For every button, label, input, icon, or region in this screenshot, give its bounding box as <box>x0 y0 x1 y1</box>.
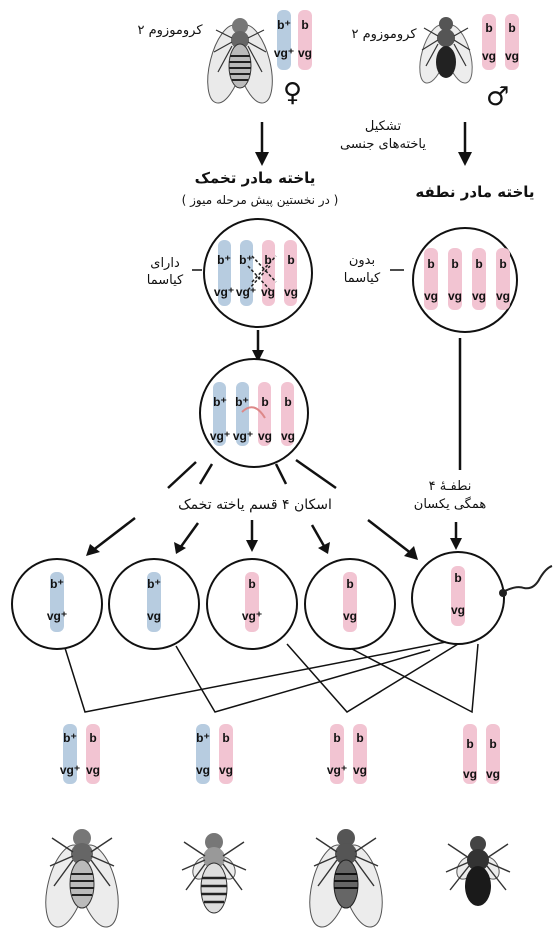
sperm-gamete: b vg <box>411 551 553 645</box>
offspring-fly-icon <box>45 829 119 928</box>
gene-b-plus: b⁺ <box>50 577 64 591</box>
female-chromosome-label: کروموزوم ۲ <box>137 23 203 38</box>
gene-b: b <box>466 737 473 751</box>
egg-mother-cell: b⁺ b⁺ b b vg⁺ vg⁺ vg vg <box>203 218 313 328</box>
offspring-pair-1: b⁺ b vg⁺ vg <box>60 724 100 784</box>
egg-gamete-3: b vg⁺ <box>206 558 298 650</box>
gene-vg-plus: vg⁺ <box>214 285 234 299</box>
gene-b: b <box>489 737 496 751</box>
gene-b: b <box>508 21 515 35</box>
gene-b: b <box>451 257 458 271</box>
offspring-fly-icon <box>309 829 383 928</box>
male-fly-icon <box>419 17 473 84</box>
gene-b-plus: b⁺ <box>239 253 253 267</box>
gene-vg: vg <box>343 609 357 623</box>
male-chromosome-pair: b b vg vg <box>482 14 519 70</box>
gamete-formation-label-1: تشکیل <box>364 119 402 134</box>
chiasma-cross <box>247 255 277 291</box>
gene-b: b <box>485 21 492 35</box>
egg-gamete-1: b⁺ vg⁺ <box>11 558 103 650</box>
gene-b: b <box>261 395 268 409</box>
gene-vg: vg <box>482 49 496 63</box>
gene-vg: vg <box>219 763 233 777</box>
gamete-formation-label-2: یاخته‌های جنسی <box>339 137 427 152</box>
gene-vg: vg <box>448 289 462 303</box>
male-chromosome-label: کروموزوم ۲ <box>351 27 417 42</box>
gene-vg: vg <box>298 46 312 60</box>
sperm-tail <box>502 565 553 593</box>
gene-vg: vg <box>147 609 161 623</box>
gene-vg: vg <box>281 429 295 443</box>
offspring-pair-4: b b vg vg <box>463 724 500 784</box>
gene-vg: vg <box>284 285 298 299</box>
gene-b: b <box>301 18 308 32</box>
gene-b-plus: b⁺ <box>217 253 231 267</box>
gene-b-plus: b⁺ <box>196 731 210 745</box>
gene-vg: vg <box>463 767 477 781</box>
gene-b: b <box>222 731 229 745</box>
gene-b: b <box>248 577 255 591</box>
sperm-mother-cell: b b b b vg vg vg vg <box>412 227 518 333</box>
egg-mother-cell-title: یاخته مادر تخمک <box>194 169 316 187</box>
gene-vg-plus: vg⁺ <box>233 429 253 443</box>
without-chiasma-label-2: کیاسما <box>343 271 381 286</box>
gene-vg: vg <box>472 289 486 303</box>
gene-vg: vg <box>261 285 275 299</box>
crossover-cell: b⁺ b⁺ b b vg⁺ vg⁺ vg vg <box>199 358 309 468</box>
gene-b: b <box>427 257 434 271</box>
gene-vg-plus: vg⁺ <box>60 763 80 777</box>
gene-vg: vg <box>451 603 465 617</box>
gene-b-plus: b⁺ <box>213 395 227 409</box>
female-fly-icon <box>207 18 273 104</box>
egg-gamete-2: b⁺ vg <box>108 558 200 650</box>
arrows <box>255 122 472 166</box>
without-chiasma-label-1: بدون <box>348 253 376 268</box>
gene-vg: vg <box>258 429 272 443</box>
sperm-four-label-2: همگی یکسان <box>413 497 487 512</box>
gene-vg: vg <box>486 767 500 781</box>
offspring-pair-3: b b vg⁺ vg <box>327 724 367 784</box>
sperm-four-label-1: نطفـهٔ ۴ <box>428 479 472 494</box>
female-chromosome-pair: b⁺ b vg⁺ vg <box>274 10 312 70</box>
gene-vg: vg <box>505 49 519 63</box>
offspring-fly-icon <box>181 833 247 914</box>
gene-vg: vg <box>353 763 367 777</box>
gene-vg: vg <box>496 289 510 303</box>
gene-vg-plus: vg⁺ <box>210 429 230 443</box>
gene-vg-plus: vg⁺ <box>327 763 347 777</box>
four-egg-types-label: اسکان ۴ قسم یاخته تخمک <box>178 497 332 513</box>
gene-vg-plus: vg⁺ <box>236 285 256 299</box>
sperm-mother-cell-title: یاخته مادر نطفه <box>415 183 535 201</box>
gene-vg-plus: vg⁺ <box>47 609 67 623</box>
gene-vg: vg <box>424 289 438 303</box>
gene-b-plus: b⁺ <box>147 577 161 591</box>
egg-mother-cell-subtitle: ( در نخستین پیش مرحله میوز ) <box>181 193 339 207</box>
fertilization-lines <box>64 641 479 714</box>
gene-b: b <box>499 257 506 271</box>
gene-b: b <box>475 257 482 271</box>
gene-b: b <box>333 731 340 745</box>
egg-gamete-4: b vg <box>304 558 396 650</box>
gene-vg-plus: vg⁺ <box>242 609 262 623</box>
gene-b-plus: b⁺ <box>235 395 249 409</box>
gene-b: b <box>356 731 363 745</box>
gene-b: b <box>264 253 271 267</box>
with-chiasma-label-1: دارای <box>150 256 180 271</box>
gene-vg-plus: vg⁺ <box>274 46 294 60</box>
gene-b: b <box>346 577 353 591</box>
male-symbol: ♂ <box>486 82 510 112</box>
gene-b: b <box>454 571 461 585</box>
gene-b-plus: b⁺ <box>63 731 77 745</box>
gene-b-plus: b⁺ <box>277 18 291 32</box>
with-chiasma-label-2: کیاسما <box>146 273 184 288</box>
offspring-fly-icon <box>445 836 511 906</box>
offspring-pair-2: b⁺ b vg vg <box>196 724 233 784</box>
gene-b: b <box>89 731 96 745</box>
gene-vg: vg <box>196 763 210 777</box>
gene-b: b <box>287 253 294 267</box>
female-symbol: ♀ <box>283 78 303 108</box>
gene-vg: vg <box>86 763 100 777</box>
gene-b: b <box>284 395 291 409</box>
